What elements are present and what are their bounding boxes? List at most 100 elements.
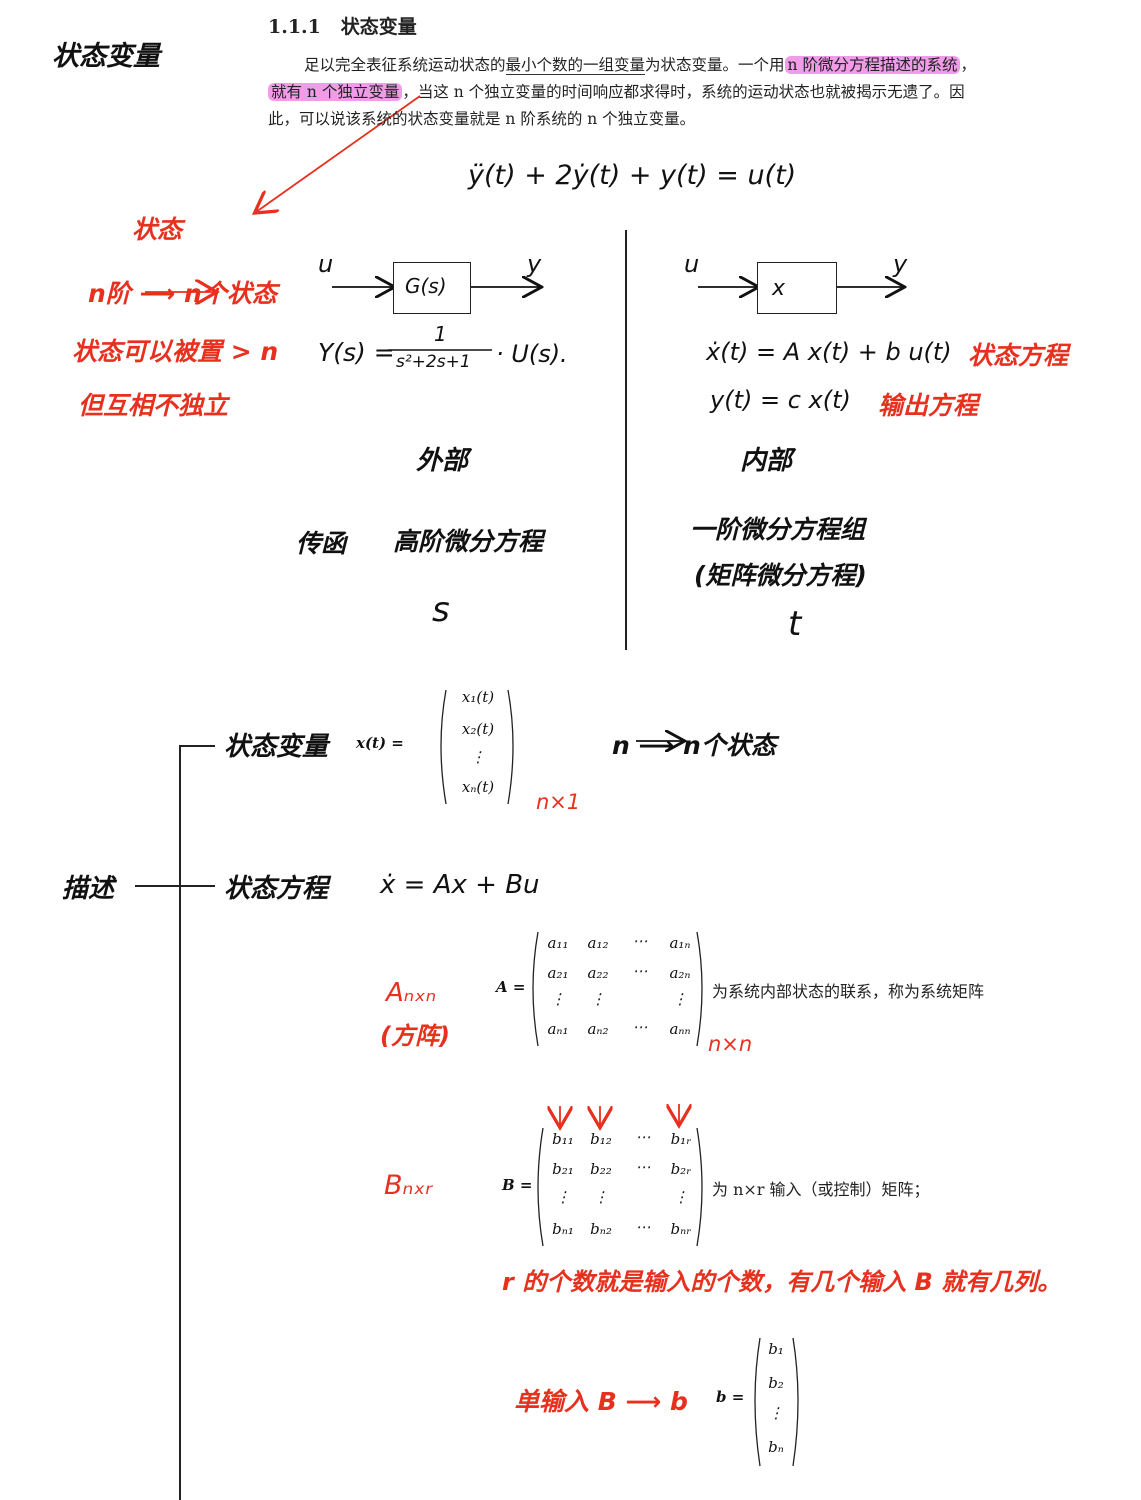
- b-label: b =: [716, 1388, 745, 1406]
- A-matrix: a₁₁ a₁₂ ⋯ a₁ₙ a₂₁ a₂₂ ⋯ a₂ₙ ⋮ ⋮ ⋮ aₙ₁ aₙ…: [538, 932, 698, 1046]
- transfer-function-den: s²+2s+1: [396, 352, 471, 372]
- left-output-label: y: [527, 250, 542, 278]
- tree-root: 描述: [62, 874, 115, 904]
- tree-trunk: [179, 745, 181, 1500]
- B-cell: ⋯: [635, 1158, 651, 1176]
- xt-entry: ⋮: [470, 748, 486, 766]
- transfer-block: [393, 262, 471, 314]
- transfer-function-lhs: Y(s) =: [318, 338, 395, 367]
- matrix-ode-word: (矩阵微分方程): [694, 561, 867, 590]
- transfer-block-label: G(s): [405, 274, 447, 298]
- para-underlined: 最小个数的一组变量: [505, 56, 646, 75]
- transfer-fn-word: 传函: [296, 529, 347, 558]
- B-cell: ⋯: [635, 1128, 651, 1146]
- A-description: 为系统内部状态的联系，称为系统矩阵: [712, 982, 985, 1001]
- output-equation: y(t) = c x(t): [710, 386, 851, 414]
- B-cell: b₁₁: [552, 1130, 574, 1148]
- A-dimension: n×n: [708, 1032, 753, 1056]
- column-divider: [625, 230, 627, 650]
- B-cell: bₙᵣ: [670, 1220, 692, 1238]
- b-entry: b₁: [768, 1340, 784, 1358]
- para-text: 为状态变量。一个用: [645, 56, 785, 74]
- not-independent-note: 但互相不独立: [78, 391, 229, 420]
- first-order-odes-word: 一阶微分方程组: [690, 515, 866, 544]
- high-order-ode-word: 高阶微分方程: [393, 527, 544, 556]
- B-description: 为 n×r 输入（或控制）矩阵；: [712, 1180, 930, 1199]
- internal-label: 内部: [740, 446, 793, 476]
- b-entry: b₂: [768, 1374, 784, 1392]
- b-vector: b₁ b₂ ⋮ bₙ: [756, 1338, 796, 1466]
- A-cell: a₁₂: [587, 934, 609, 952]
- B-size-note: Bₙₓᵣ: [384, 1170, 433, 1201]
- A-cell: a₁ₙ: [669, 934, 691, 952]
- A-cell: ⋯: [632, 1018, 648, 1036]
- para-text: ，: [960, 56, 976, 74]
- transfer-function-num: 1: [434, 322, 447, 346]
- A-cell: a₂₁: [547, 964, 569, 982]
- A-cell: ⋮: [672, 990, 688, 1008]
- square-matrix-note: (方阵): [380, 1022, 450, 1050]
- B-cell: ⋮: [673, 1188, 689, 1206]
- A-cell: ⋯: [632, 962, 648, 980]
- tree-node-state-variable: 状态变量: [224, 732, 329, 762]
- transfer-function-tail: · U(s).: [496, 340, 568, 368]
- states-chosen-note: 状态可以被置 > n: [72, 337, 279, 366]
- xt-entry: xₙ(t): [461, 778, 495, 796]
- xt-vector: x₁(t) x₂(t) ⋮ xₙ(t): [448, 688, 508, 806]
- A-cell: aₙ₂: [587, 1020, 609, 1038]
- n-states-note: n ⟶ n个状态: [612, 731, 776, 760]
- B-cell: bₙ₁: [552, 1220, 574, 1238]
- A-cell: a₁₁: [547, 934, 569, 952]
- B-matrix: b₁₁ b₁₂ ⋯ b₁ᵣ b₂₁ b₂₂ ⋯ b₂ᵣ ⋮ ⋮ ⋮ bₙ₁ bₙ…: [543, 1128, 698, 1246]
- output-equation-label: 输出方程: [878, 391, 979, 420]
- para-highlight: 就有 n 个独立变量: [268, 83, 403, 101]
- A-cell: ⋮: [550, 990, 566, 1008]
- xt-label: x(t) =: [356, 734, 404, 752]
- state-equation-label: 状态方程: [968, 341, 1069, 370]
- para-text: ，当这 n 个独立变量的时间响应都求得时，系统的运动状态也就被揭示无遗了。因此，…: [268, 83, 965, 128]
- state-equation: ẋ(t) = A x(t) + b u(t): [706, 338, 952, 366]
- s-domain-symbol: s: [432, 590, 450, 630]
- xt-dimension: n×1: [536, 790, 581, 814]
- state-block-label: x: [772, 276, 786, 301]
- right-output-label: y: [893, 250, 908, 278]
- state-equation-compact: ẋ = Ax + Bu: [380, 870, 540, 900]
- B-cell: ⋮: [555, 1188, 571, 1206]
- B-cell: b₁ᵣ: [670, 1130, 692, 1148]
- tree-branch-1: [179, 745, 215, 747]
- external-label: 外部: [416, 446, 469, 476]
- xt-entry: x₂(t): [461, 720, 495, 738]
- margin-title: 状态变量: [52, 41, 160, 72]
- B-cell: b₁₂: [590, 1130, 612, 1148]
- A-cell: ⋯: [632, 932, 648, 950]
- input-count-note: r 的个数就是输入的个数，有几个输入 B 就有几列。: [502, 1268, 1062, 1296]
- B-cell: bₙ₂: [590, 1220, 612, 1238]
- section-title: 状态变量: [340, 16, 417, 38]
- A-cell: aₙ₁: [547, 1020, 569, 1038]
- A-cell: a₂₂: [587, 964, 609, 982]
- single-input-note: 单输入 B ⟶ b: [514, 1387, 688, 1416]
- n-order-note: n阶 ⟶ n个状态: [88, 279, 277, 308]
- para-highlight: n 阶微分方程描述的系统: [784, 56, 961, 74]
- b-entry: bₙ: [768, 1438, 784, 1456]
- B-label: B =: [502, 1176, 533, 1194]
- state-label: 状态: [132, 215, 183, 244]
- b-entry: ⋮: [768, 1404, 784, 1422]
- t-domain-symbol: t: [788, 604, 802, 644]
- ode-equation: ÿ(t) + 2ẏ(t) + y(t) = u(t): [468, 160, 797, 191]
- state-block: [757, 262, 837, 314]
- xt-label-text: x(t) =: [356, 734, 404, 752]
- section-number: 1.1.1: [268, 16, 321, 38]
- xt-entry: x₁(t): [461, 688, 495, 706]
- section-heading: 1.1.1 状态变量: [268, 12, 417, 39]
- A-cell: aₙₙ: [669, 1020, 691, 1038]
- A-cell: a₂ₙ: [669, 964, 691, 982]
- B-cell: ⋯: [635, 1218, 651, 1236]
- left-input-label: u: [318, 250, 334, 278]
- B-cell: b₂₂: [590, 1160, 612, 1178]
- A-cell: ⋮: [590, 990, 606, 1008]
- tree-node-state-equation: 状态方程: [224, 874, 329, 904]
- B-cell: ⋮: [593, 1188, 609, 1206]
